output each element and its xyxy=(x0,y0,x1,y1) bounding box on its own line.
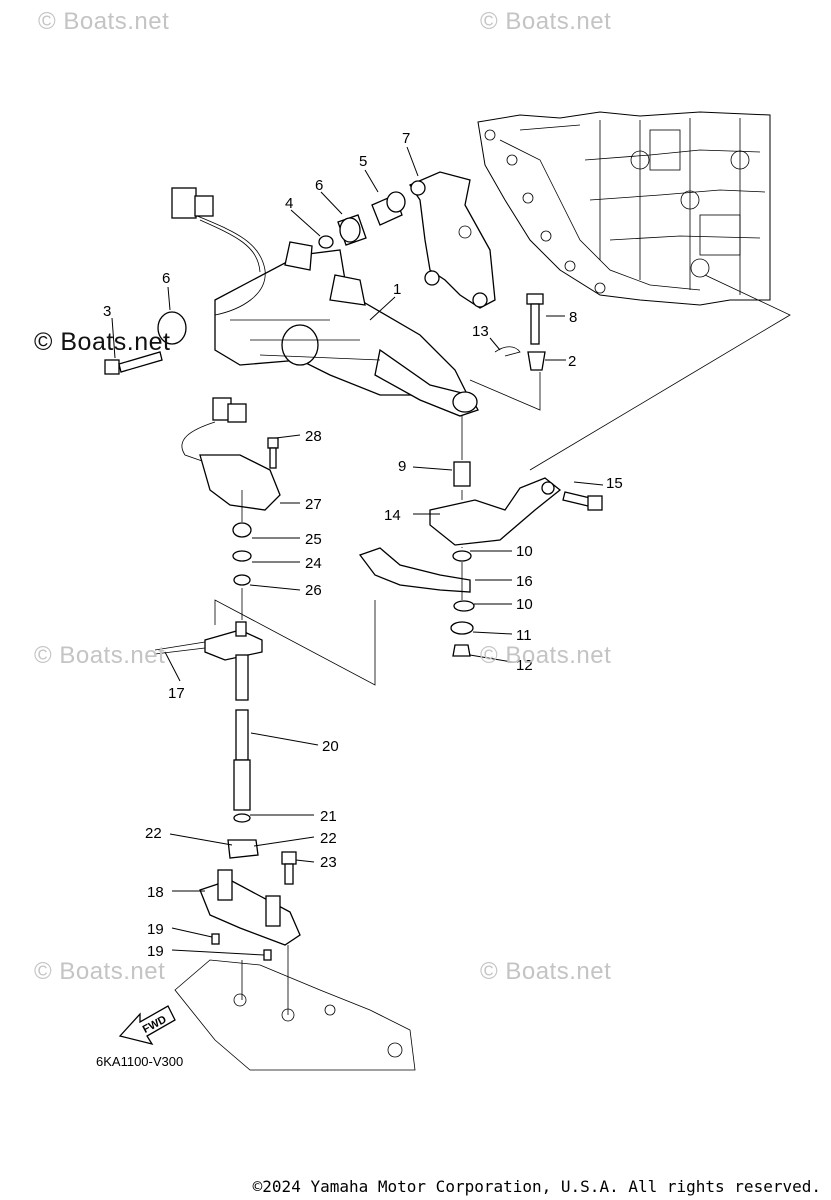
callout-22a: 22 xyxy=(145,825,162,842)
callout-10a: 10 xyxy=(516,543,533,560)
callout-27: 27 xyxy=(305,496,322,513)
plate-drawing xyxy=(174,869,416,1071)
neutral-switch-drawing xyxy=(181,397,281,586)
callout-10b: 10 xyxy=(516,596,533,613)
callout-4: 4 xyxy=(285,195,293,212)
callout-5: 5 xyxy=(359,153,367,170)
bolt-8-collar-2-drawing xyxy=(494,293,546,371)
callout-18: 18 xyxy=(147,884,164,901)
shift-rod-assembly-drawing xyxy=(171,187,479,417)
callout-8: 8 xyxy=(569,309,577,326)
diagram-code: 6KA1100-V300 xyxy=(96,1054,183,1069)
callout-7: 7 xyxy=(402,130,410,147)
assembly-lines xyxy=(214,274,791,1015)
watermark: © Boats.net xyxy=(480,8,612,35)
engine-block-drawing xyxy=(477,111,771,306)
callout-25: 25 xyxy=(305,531,322,548)
bolt-3-drawing xyxy=(104,351,163,375)
callout-17: 17 xyxy=(168,685,185,702)
watermark: © Boats.net xyxy=(38,8,170,35)
callout-9: 9 xyxy=(398,458,406,475)
fwd-arrow-icon: FWD xyxy=(118,1005,176,1046)
bracket-drawing xyxy=(409,171,496,309)
callout-6b: 6 xyxy=(162,270,170,287)
callout-11: 11 xyxy=(516,627,532,644)
callout-14: 14 xyxy=(384,507,401,524)
callout-24: 24 xyxy=(305,555,322,572)
bushings-drawing xyxy=(157,191,406,345)
callout-20: 20 xyxy=(322,738,339,755)
callout-28: 28 xyxy=(305,428,322,445)
shift-lever-drawing xyxy=(358,461,603,657)
watermark: © Boats.net xyxy=(480,958,612,985)
callout-19a: 19 xyxy=(147,921,164,938)
watermark: © Boats.net xyxy=(34,958,166,985)
callout-2: 2 xyxy=(568,353,576,370)
callout-26: 26 xyxy=(305,582,322,599)
watermark: © Boats.net xyxy=(34,642,166,669)
callout-23: 23 xyxy=(320,854,337,871)
callout-12: 12 xyxy=(516,657,533,674)
callout-6a: 6 xyxy=(315,177,323,194)
callout-1: 1 xyxy=(393,281,401,298)
callout-21: 21 xyxy=(320,808,337,825)
leader-lines xyxy=(111,146,604,956)
fwd-label: FWD xyxy=(141,1013,169,1035)
callout-19b: 19 xyxy=(147,943,164,960)
callout-labels: 1 2 3 4 5 6 6 7 8 9 10 10 11 12 13 14 15… xyxy=(103,130,623,960)
watermark: © Boats.net xyxy=(34,328,171,356)
shift-shaft-drawing xyxy=(154,621,297,885)
callout-22b: 22 xyxy=(320,830,337,847)
watermark: © Boats.net xyxy=(480,642,612,669)
callout-13: 13 xyxy=(472,323,489,340)
callout-3: 3 xyxy=(103,303,111,320)
callout-16: 16 xyxy=(516,573,533,590)
callout-15: 15 xyxy=(606,475,623,492)
copyright-notice: ©2024 Yamaha Motor Corporation, U.S.A. A… xyxy=(252,1177,821,1196)
